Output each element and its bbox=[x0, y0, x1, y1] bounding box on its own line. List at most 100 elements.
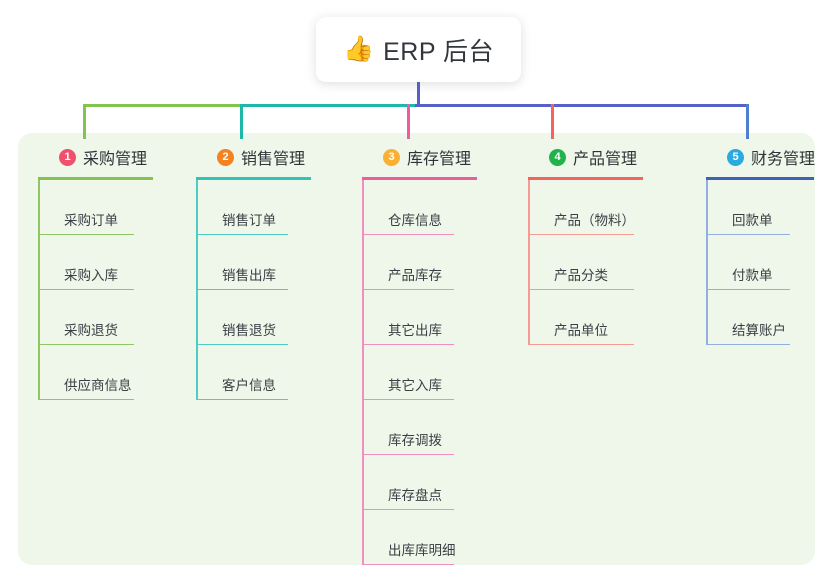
list-item-label: 销售订单 bbox=[222, 213, 276, 228]
connector-bus-green bbox=[83, 104, 242, 107]
list-item-label: 采购退货 bbox=[64, 323, 118, 338]
column-items: 产品（物料） 产品分类产品单位 bbox=[528, 180, 643, 345]
column-header[interactable]: 2 销售管理 bbox=[196, 145, 311, 169]
list-item[interactable]: 客户信息 bbox=[196, 345, 311, 400]
list-item[interactable]: 供应商信息 bbox=[38, 345, 153, 400]
column-items: 仓库信息产品库存其它出库其它入库库存调拨库存盘点出库库明细 bbox=[362, 180, 477, 565]
list-item[interactable]: 产品单位 bbox=[528, 290, 643, 345]
list-item[interactable]: 付款单 bbox=[706, 235, 815, 290]
column-spine bbox=[362, 180, 364, 565]
list-item-label: 产品库存 bbox=[388, 268, 442, 283]
column-header[interactable]: 1 采购管理 bbox=[38, 145, 153, 169]
list-item-label: 销售出库 bbox=[222, 268, 276, 283]
list-item-label: 库存调拨 bbox=[388, 433, 442, 448]
connector-stub-col4 bbox=[551, 104, 554, 139]
connector-stub-col2 bbox=[240, 104, 243, 139]
column-header[interactable]: 4 产品管理 bbox=[528, 145, 643, 169]
list-item-label: 回款单 bbox=[732, 213, 773, 228]
list-item-rule bbox=[362, 343, 454, 345]
list-item[interactable]: 回款单 bbox=[706, 180, 815, 235]
list-item-rule bbox=[362, 288, 454, 290]
list-item-rule bbox=[362, 233, 454, 235]
list-item-label: 其它入库 bbox=[388, 378, 442, 393]
connector-stub-col1 bbox=[83, 104, 86, 139]
column-title: 销售管理 bbox=[241, 151, 306, 168]
list-item-rule bbox=[38, 343, 134, 345]
column-header[interactable]: 5 财务管理 bbox=[706, 145, 815, 169]
column-header-rule bbox=[528, 177, 643, 180]
list-item-rule bbox=[38, 233, 134, 235]
list-item[interactable]: 采购入库 bbox=[38, 235, 153, 290]
column-header-rule bbox=[196, 177, 311, 180]
column-header-rule bbox=[38, 177, 153, 180]
list-item-rule bbox=[706, 233, 790, 235]
root-node-erp-backend[interactable]: 👍 ERP 后台 bbox=[316, 17, 521, 82]
list-item[interactable]: 其它出库 bbox=[362, 290, 477, 345]
list-item-rule bbox=[528, 288, 634, 290]
list-item[interactable]: 销售订单 bbox=[196, 180, 311, 235]
list-item[interactable]: 产品（物料） bbox=[528, 180, 643, 235]
list-item[interactable]: 销售出库 bbox=[196, 235, 311, 290]
column-number-badge: 2 bbox=[217, 148, 234, 166]
list-item-label: 产品（物料） bbox=[554, 213, 635, 228]
list-item[interactable]: 采购退货 bbox=[38, 290, 153, 345]
column-财务管理: 5 财务管理回款单付款单结算账户 bbox=[706, 145, 815, 345]
column-产品管理: 4 产品管理产品（物料） 产品分类产品单位 bbox=[528, 145, 643, 345]
connector-stub-col5 bbox=[746, 104, 749, 139]
connector-bus-indigo bbox=[415, 104, 749, 107]
list-item-rule bbox=[196, 233, 288, 235]
column-items: 采购订单采购入库采购退货供应商信息 bbox=[38, 180, 153, 400]
list-item[interactable]: 结算账户 bbox=[706, 290, 815, 345]
column-title: 产品管理 bbox=[573, 151, 638, 168]
list-item[interactable]: 产品库存 bbox=[362, 235, 477, 290]
list-item-rule bbox=[362, 563, 454, 565]
list-item[interactable]: 销售退货 bbox=[196, 290, 311, 345]
column-采购管理: 1 采购管理采购订单采购入库采购退货供应商信息 bbox=[38, 145, 153, 400]
column-number-badge: 4 bbox=[549, 148, 566, 166]
list-item-rule bbox=[362, 453, 454, 455]
list-item[interactable]: 库存调拨 bbox=[362, 400, 477, 455]
list-item-rule bbox=[38, 398, 134, 400]
list-item-label: 库存盘点 bbox=[388, 488, 442, 503]
column-number-badge: 5 bbox=[727, 148, 744, 166]
content-panel bbox=[18, 133, 815, 565]
column-number-badge: 1 bbox=[59, 148, 76, 166]
connector-stub-col3 bbox=[407, 104, 410, 139]
list-item-label: 其它出库 bbox=[388, 323, 442, 338]
list-item-rule bbox=[706, 288, 790, 290]
column-header[interactable]: 3 库存管理 bbox=[362, 145, 477, 169]
list-item-rule bbox=[38, 288, 134, 290]
connector-root-vertical bbox=[417, 82, 420, 106]
column-库存管理: 3 库存管理仓库信息产品库存其它出库其它入库库存调拨库存盘点出库库明细 bbox=[362, 145, 477, 565]
list-item-label: 产品分类 bbox=[554, 268, 608, 283]
list-item-rule bbox=[362, 508, 454, 510]
column-items: 回款单付款单结算账户 bbox=[706, 180, 815, 345]
list-item-label: 供应商信息 bbox=[64, 378, 132, 393]
list-item-label: 产品单位 bbox=[554, 323, 608, 338]
column-spine bbox=[706, 180, 708, 345]
list-item-rule bbox=[362, 398, 454, 400]
list-item[interactable]: 仓库信息 bbox=[362, 180, 477, 235]
column-title: 采购管理 bbox=[83, 151, 148, 168]
list-item-rule bbox=[196, 343, 288, 345]
list-item-label: 销售退货 bbox=[222, 323, 276, 338]
list-item-label: 结算账户 bbox=[732, 323, 786, 338]
list-item-label: 付款单 bbox=[732, 268, 773, 283]
list-item-rule bbox=[528, 233, 634, 235]
column-销售管理: 2 销售管理销售订单销售出库销售退货客户信息 bbox=[196, 145, 311, 400]
column-number-badge: 3 bbox=[383, 148, 400, 166]
column-header-rule bbox=[706, 177, 814, 180]
list-item[interactable]: 其它入库 bbox=[362, 345, 477, 400]
list-item[interactable]: 出库库明细 bbox=[362, 510, 477, 565]
list-item-label: 仓库信息 bbox=[388, 213, 442, 228]
column-spine bbox=[528, 180, 530, 345]
list-item[interactable]: 采购订单 bbox=[38, 180, 153, 235]
list-item-label: 出库库明细 bbox=[388, 543, 456, 558]
list-item[interactable]: 库存盘点 bbox=[362, 455, 477, 510]
column-spine bbox=[196, 180, 198, 400]
column-title: 库存管理 bbox=[407, 151, 472, 168]
root-node-title: ERP 后台 bbox=[383, 37, 495, 66]
list-item[interactable]: 产品分类 bbox=[528, 235, 643, 290]
column-title: 财务管理 bbox=[751, 151, 816, 168]
